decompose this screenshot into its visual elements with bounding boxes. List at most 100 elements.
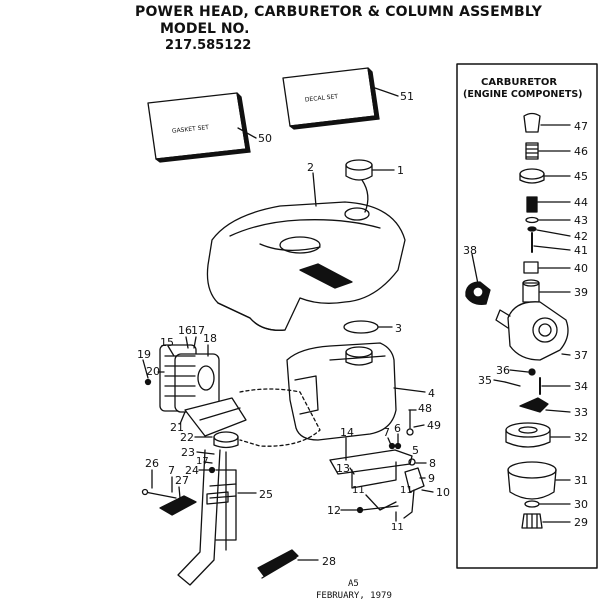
part-label-31: 31 [574,474,588,487]
leader-13 [349,467,355,475]
part-label-7b: 7 [168,464,175,477]
page-code: A5 [348,579,359,589]
part-label-49: 49 [427,419,441,432]
part-label-16: 16 [178,324,192,337]
part-label-40: 40 [574,262,588,275]
part-label-28: 28 [322,555,336,568]
part-label-15: 15 [160,336,174,349]
part-label-11c: 11 [391,522,404,533]
leader-16 [185,336,189,349]
leader-19 [142,359,149,379]
leader-2 [312,172,317,207]
leader-23 [196,451,215,455]
leader-10 [421,489,434,493]
part-label-25: 25 [259,488,273,501]
diagram-title: POWER HEAD, CARBURETOR & COLUMN ASSEMBLY [135,4,543,20]
leader-17b [203,461,213,464]
leader-36 [509,369,529,373]
part-label-2: 2 [307,161,314,174]
part-label-50: 50 [258,132,272,145]
part-label-9: 9 [428,472,435,485]
engine-block-outline [239,388,321,447]
part-label-18: 18 [203,332,217,345]
part-label-1: 1 [397,164,404,177]
part-label-26: 26 [145,457,159,470]
fuel-tank [286,342,397,441]
leader-21 [179,411,186,425]
gasket-set-card: GASKET SET [147,92,251,163]
part-label-11b: 11 [400,485,413,496]
carb-title-2: (ENGINE COMPONETS) [463,89,583,100]
leader-42 [536,229,571,237]
leader-15 [167,345,175,357]
part-label-11a: 11 [352,485,365,496]
part-label-19: 19 [137,348,151,361]
leader-49 [413,424,425,428]
part-label-35: 35 [478,374,492,387]
leader-51 [374,87,399,97]
part-label-7: 7 [383,426,390,439]
part-label-39: 39 [574,286,588,299]
part-label-46: 46 [574,145,588,158]
part-label-42: 42 [574,230,588,243]
part-label-20: 20 [146,365,160,378]
part-label-27: 27 [175,474,189,487]
muffler-assembly [159,344,247,437]
part-label-43: 43 [574,214,588,227]
part-label-41: 41 [574,244,588,257]
part-label-17b: 17 [196,456,209,467]
drive-column [177,431,239,586]
leader-37 [561,353,571,356]
carb-title-1: CARBURETOR [481,77,557,88]
part-label-51: 51 [400,90,414,103]
part-label-24: 24 [185,464,199,477]
bolt-24 [208,466,216,474]
leader-35 [493,379,506,383]
part-label-3: 3 [395,322,402,335]
part-label-17a: 17 [191,324,205,337]
part-label-45: 45 [574,170,588,183]
clamp-bracket [141,488,197,516]
support-bracket [257,549,299,579]
decal-set-text: DECAL SET [305,93,339,103]
part-label-12: 12 [327,504,341,517]
part-label-10: 10 [436,486,450,499]
part-label-22: 22 [180,431,194,444]
part-label-33: 33 [574,406,588,419]
carburetor-panel-frame [456,63,598,569]
part-label-37: 37 [574,349,588,362]
part-label-48: 48 [418,402,432,415]
part-label-4: 4 [428,387,435,400]
part-label-44: 44 [574,196,588,209]
part-label-36: 36 [496,364,510,377]
gasket-set-text: GASKET SET [172,124,210,135]
gasket-ring [343,320,379,334]
leader-17a [193,336,197,349]
part-label-30: 30 [574,498,588,511]
revision-date: FEBRUARY, 1979 [316,591,392,601]
part-label-13: 13 [336,462,350,475]
part-label-47: 47 [574,120,588,133]
bolt-19 [144,378,152,386]
leader-33 [545,409,571,413]
leader-50 [237,127,257,139]
leader-4 [393,387,426,393]
leader-7 [387,437,392,446]
fuel-cap [345,159,373,213]
part-label-29: 29 [574,516,588,529]
top-cowl [206,201,406,331]
part-label-38: 38 [463,244,477,257]
model-number: 217.585122 [165,38,252,53]
decal-set-card: DECAL SET [282,67,380,130]
leader-41 [533,245,571,251]
part-label-14: 14 [340,426,354,439]
part-label-8: 8 [429,457,436,470]
part-label-32: 32 [574,431,588,444]
model-label: MODEL NO. [160,21,250,37]
leader-27 [178,486,181,499]
part-label-6: 6 [394,422,401,435]
leader-38 [471,253,479,285]
part-label-5: 5 [412,444,419,457]
